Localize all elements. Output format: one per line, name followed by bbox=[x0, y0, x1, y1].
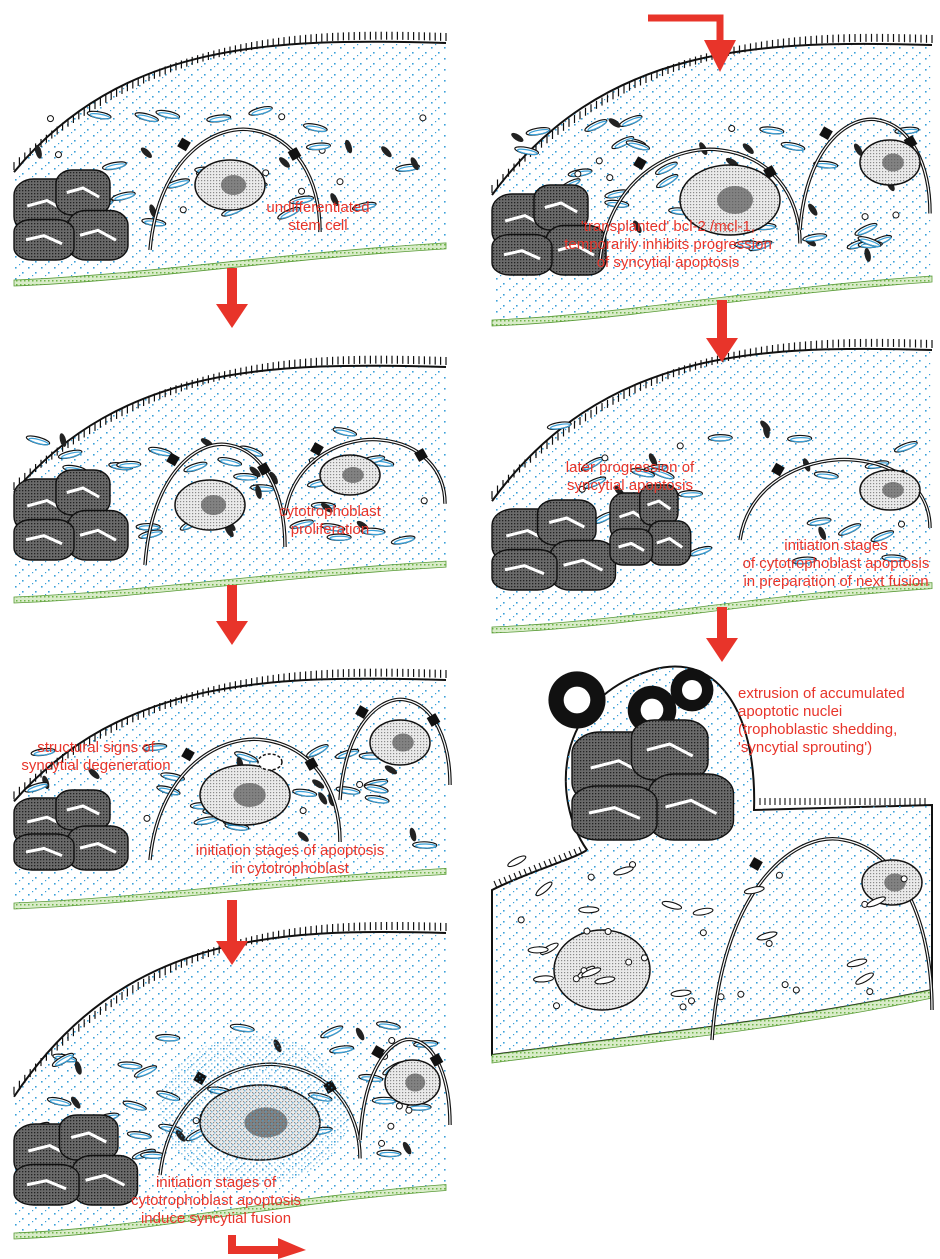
stage-caption-line: 'syncytial sprouting') bbox=[738, 739, 872, 756]
stage-caption-line: initiation stages of apoptosis bbox=[196, 842, 384, 859]
stage-caption-line: proliferation bbox=[291, 521, 369, 538]
stage-caption-line: structural signs of bbox=[37, 739, 155, 756]
stage-caption-line: in cytotrophoblast bbox=[231, 860, 349, 877]
stage-panel-p2 bbox=[14, 356, 446, 603]
stage-caption-line: cytotrophoblast apoptosis bbox=[131, 1192, 301, 1209]
stage-caption-line: initiation stages of bbox=[156, 1174, 277, 1191]
stage-caption-line: apoptotic nuclei bbox=[738, 703, 842, 720]
stage-caption-line: induce syncytial fusion bbox=[141, 1210, 291, 1227]
stage-caption-line: syncytial apoptosis bbox=[567, 477, 693, 494]
stage-caption-line: stem cell bbox=[288, 217, 347, 234]
stage-caption-line: initiation stages bbox=[784, 537, 887, 554]
process-arrow bbox=[216, 268, 248, 328]
stage-caption-line: in preparation of next fusion bbox=[743, 573, 928, 590]
stage-caption-line: extrusion of accumulated bbox=[738, 685, 905, 702]
stage-panel-p1 bbox=[14, 32, 446, 286]
process-arrow bbox=[706, 300, 738, 362]
stage-caption-line: of syncytial apoptosis bbox=[597, 254, 740, 271]
stage-caption-line: undifferentiated bbox=[266, 199, 369, 216]
stage-caption-line: temporarily inhibits progression bbox=[564, 236, 772, 253]
stage-caption-line: syncytial degeneration bbox=[21, 757, 170, 774]
stage-caption-line: of cytotrophoblast apoptosis bbox=[743, 555, 930, 572]
syncytial-nucleus bbox=[554, 930, 650, 1010]
process-arrow bbox=[706, 607, 738, 662]
process-arrow bbox=[216, 585, 248, 645]
syncytial-nuclei-cluster bbox=[610, 485, 691, 565]
stage-caption-line: (trophoblastic shedding, bbox=[738, 721, 897, 738]
stage-panel-p5 bbox=[492, 34, 932, 326]
apoptotic-vesicle bbox=[258, 754, 282, 770]
stage-caption-line: cytotrophoblast bbox=[279, 503, 382, 520]
stage-caption-line: 'transplanted' bcl-2 /mcl-1, bbox=[581, 218, 755, 235]
stage-caption-line: later progression of bbox=[566, 459, 695, 476]
syncytial-knot bbox=[548, 669, 733, 840]
